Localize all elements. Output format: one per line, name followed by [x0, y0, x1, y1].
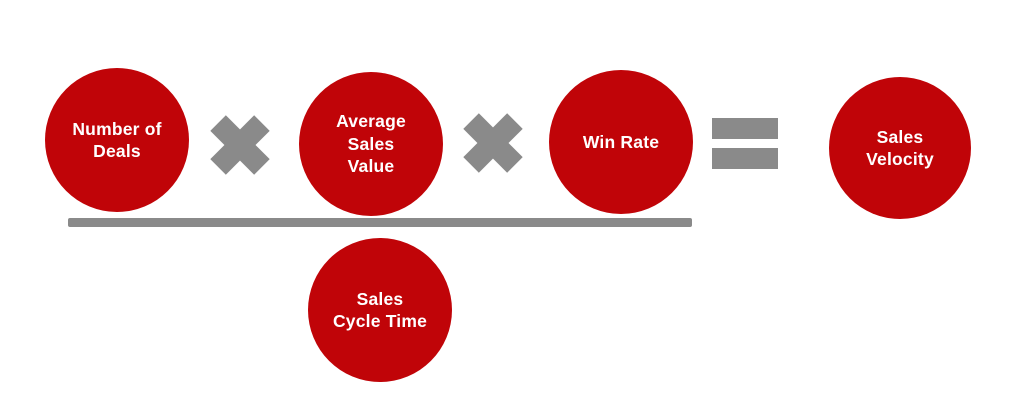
equals-icon-bar — [712, 148, 778, 169]
node-sales-cycle-time: Sales Cycle Time — [308, 238, 452, 382]
node-sales-velocity-label: Sales Velocity — [866, 126, 934, 169]
node-sales-cycle-time-label: Sales Cycle Time — [332, 288, 428, 331]
multiply-icon — [449, 99, 537, 187]
node-sales-velocity: Sales Velocity — [829, 77, 971, 219]
equals-icon-bar — [712, 118, 778, 139]
node-number-of-deals-label: Number of Deals — [72, 118, 162, 161]
node-average-sales-value: Average Sales Value — [299, 72, 443, 216]
node-win-rate: Win Rate — [549, 70, 693, 214]
equals-icon — [712, 118, 778, 169]
fraction-divider-line — [68, 218, 692, 227]
multiply-icon — [196, 101, 284, 189]
node-average-sales-value-label: Average Sales Value — [336, 111, 406, 177]
node-win-rate-label: Win Rate — [582, 131, 660, 152]
node-number-of-deals: Number of Deals — [45, 68, 189, 212]
